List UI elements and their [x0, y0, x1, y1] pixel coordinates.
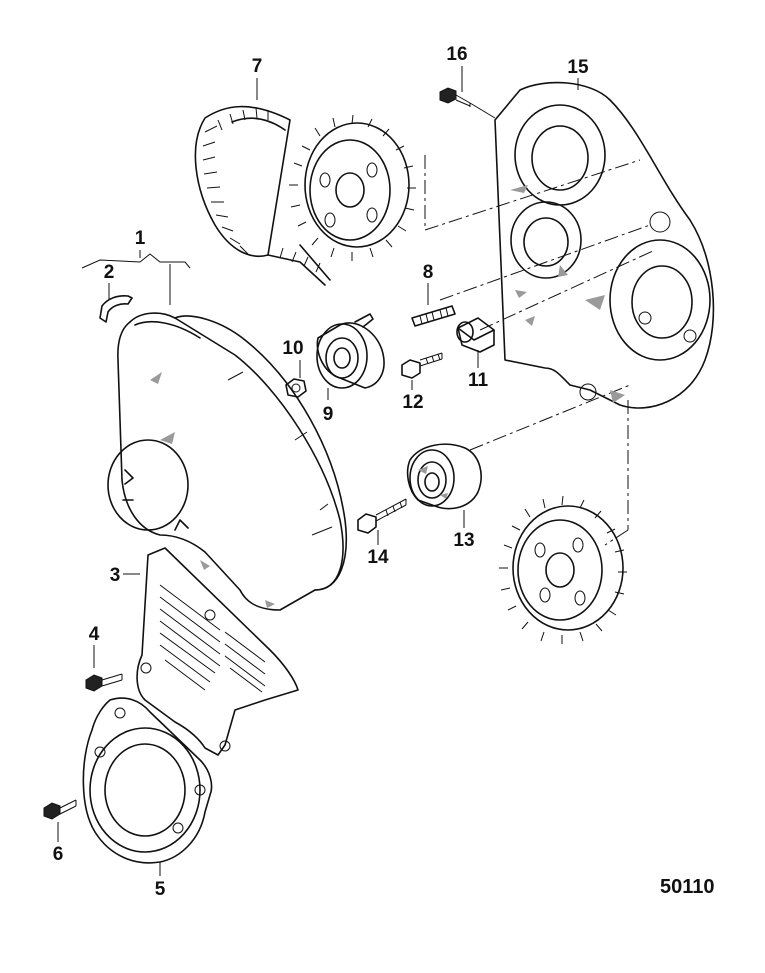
- callout-13: 13: [453, 530, 474, 551]
- bolt-12: [401, 352, 443, 379]
- tensioner-pulley: [316, 313, 385, 389]
- screw-6: [43, 799, 77, 820]
- callouts: 1 2 3 4 5 6 7 8 9 10 11 12 13 14 15 16: [53, 44, 589, 900]
- cover-ribs: [159, 584, 266, 693]
- crankshaft-sprocket-lower: [499, 495, 627, 644]
- timing-belt-cover-lower: [136, 547, 299, 756]
- spacer: [456, 317, 495, 353]
- timing-belt-cover-inner: [494, 81, 715, 409]
- callout-4: 4: [89, 624, 100, 645]
- nut: [285, 378, 307, 398]
- bolt-14: [357, 498, 407, 534]
- callout-8: 8: [423, 262, 434, 283]
- idler-pulley: [406, 443, 482, 510]
- callout-10: 10: [282, 338, 303, 359]
- callout-14: 14: [367, 547, 389, 568]
- callout-1: 1: [135, 228, 146, 249]
- cover-plate: [82, 697, 213, 864]
- callout-12: 12: [402, 392, 423, 413]
- callout-5: 5: [155, 879, 166, 900]
- alignment-lines: [424, 155, 656, 546]
- leader-lines: [57, 66, 579, 876]
- callout-11: 11: [468, 370, 489, 391]
- callout-15: 15: [567, 57, 589, 78]
- callout-9: 9: [323, 404, 334, 425]
- callout-7: 7: [252, 56, 263, 77]
- stud: [411, 305, 456, 327]
- callout-16: 16: [446, 44, 467, 65]
- timing-belt: [194, 105, 331, 286]
- callout-6: 6: [53, 844, 64, 865]
- camshaft-sprocket-upper: [289, 114, 416, 261]
- timing-belt-cover-outer: [107, 312, 347, 611]
- screw-16: [439, 87, 496, 119]
- screw-4: [85, 673, 123, 692]
- figure-id: 50110: [660, 876, 715, 898]
- belt-teeth: [202, 107, 321, 273]
- callout-3: 3: [110, 565, 121, 586]
- clip: [99, 295, 133, 323]
- callout-2: 2: [104, 262, 115, 283]
